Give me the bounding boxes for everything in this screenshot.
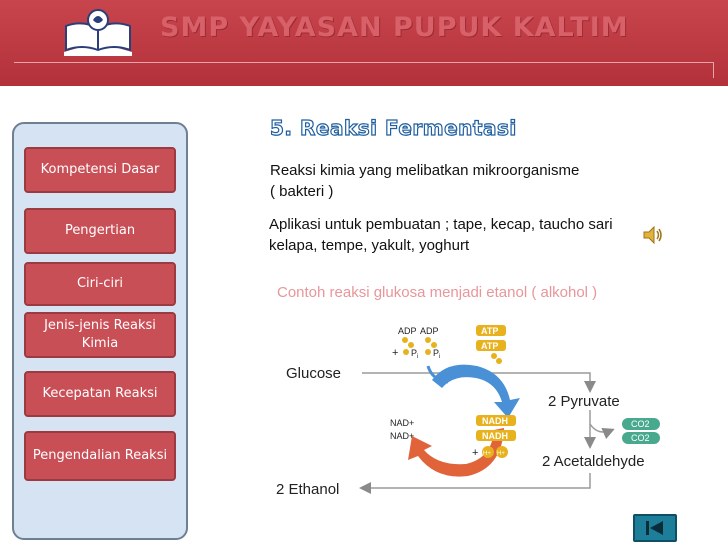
speaker-icon[interactable] xyxy=(642,224,664,246)
hydrogen-label-2: H+ xyxy=(497,451,505,457)
co2-release-arrow xyxy=(589,423,615,440)
acetaldehyde-to-ethanol-arrow xyxy=(359,473,591,494)
hydrogen-label-1: H+ xyxy=(483,451,491,457)
adp-label-1: ADP xyxy=(398,326,417,336)
application-line-2: kelapa, tempe, yakult, yoghurt xyxy=(269,237,470,254)
glucose-to-pyruvate-arrow xyxy=(362,372,596,393)
example-heading: Contoh reaksi glukosa menjadi etanol ( a… xyxy=(277,284,598,301)
back-button[interactable] xyxy=(633,514,677,542)
orange-cycle-arrow xyxy=(408,428,504,477)
hydrogen-badge xyxy=(496,446,508,458)
pi-label-1: Pi xyxy=(411,348,418,360)
ethanol-label: 2 Ethanol xyxy=(276,481,339,498)
definition-text: Reaksi kimia yang melibatkan mikroorgani… xyxy=(270,160,670,202)
header-bar: SMP YAYASAN PUPUK KALTIM xyxy=(0,0,728,86)
pi-dot xyxy=(403,349,409,355)
plus-sign: + xyxy=(472,447,478,459)
atp-dot xyxy=(491,353,497,359)
skip-back-icon xyxy=(646,521,663,535)
application-line-1: Aplikasi untuk pembuatan ; tape, kecap, … xyxy=(269,216,613,233)
nadh-badge xyxy=(476,430,516,441)
adp-dot xyxy=(431,342,437,348)
adp-label-2: ADP xyxy=(420,326,439,336)
acetaldehyde-label: 2 Acetaldehyde xyxy=(542,453,645,470)
atp-label-1: ATP xyxy=(481,326,498,336)
atp-label-2: ATP xyxy=(481,341,498,351)
header-divider xyxy=(14,62,714,78)
section-title: 5. Reaksi Fermentasi xyxy=(269,115,517,140)
atp-badge xyxy=(476,340,506,351)
definition-line-2: ( bakteri ) xyxy=(270,183,334,200)
nadh-badge xyxy=(476,415,516,426)
pi-label-2: Pi xyxy=(433,348,440,360)
co2-label-2: CO2 xyxy=(631,433,650,443)
atp-badge xyxy=(476,325,506,336)
nav-pengendalian-reaksi[interactable]: Pengendalian Reaksi xyxy=(24,431,176,481)
atp-arc xyxy=(426,365,449,384)
blue-cycle-arrow xyxy=(432,364,520,418)
definition-line-1: Reaksi kimia yang melibatkan mikroorgani… xyxy=(270,162,580,179)
pi-subscript: i xyxy=(417,354,418,360)
adp-dot xyxy=(425,337,431,343)
pyruvate-label: 2 Pyruvate xyxy=(548,393,620,410)
adp-dot xyxy=(402,337,408,343)
pi-dot xyxy=(425,349,431,355)
fermentation-diagram: Glucose 2 Pyruvate 2 Acetaldehyde 2 Etha… xyxy=(276,325,660,498)
glucose-label: Glucose xyxy=(286,365,341,382)
nav-pengertian[interactable]: Pengertian xyxy=(24,208,176,254)
nad-label-2: NAD+ xyxy=(390,431,414,441)
pi-letter: P xyxy=(433,348,439,358)
nadh-label-2: NADH xyxy=(482,431,508,441)
school-title: SMP YAYASAN PUPUK KALTIM xyxy=(160,12,629,43)
nav-kompetensi-dasar[interactable]: Kompetensi Dasar xyxy=(24,147,176,193)
book-logo-icon xyxy=(64,9,132,56)
co2-badge xyxy=(622,418,660,430)
plus-sign: + xyxy=(392,347,398,359)
nad-label-1: NAD+ xyxy=(390,418,414,428)
nav-ciri-ciri[interactable]: Ciri-ciri xyxy=(24,262,176,306)
adp-dot xyxy=(408,342,414,348)
pi-subscript: i xyxy=(439,354,440,360)
co2-label-1: CO2 xyxy=(631,419,650,429)
application-text: Aplikasi untuk pembuatan ; tape, kecap, … xyxy=(269,214,649,256)
nav-kecepatan-reaksi[interactable]: Kecepatan Reaksi xyxy=(24,371,176,417)
co2-badge xyxy=(622,432,660,444)
pi-letter: P xyxy=(411,348,417,358)
nadh-label-1: NADH xyxy=(482,416,508,426)
hydrogen-badge xyxy=(482,446,494,458)
atp-dot xyxy=(496,358,502,364)
nav-jenis-jenis-reaksi-kimia[interactable]: Jenis-jenis Reaksi Kimia xyxy=(24,312,176,358)
